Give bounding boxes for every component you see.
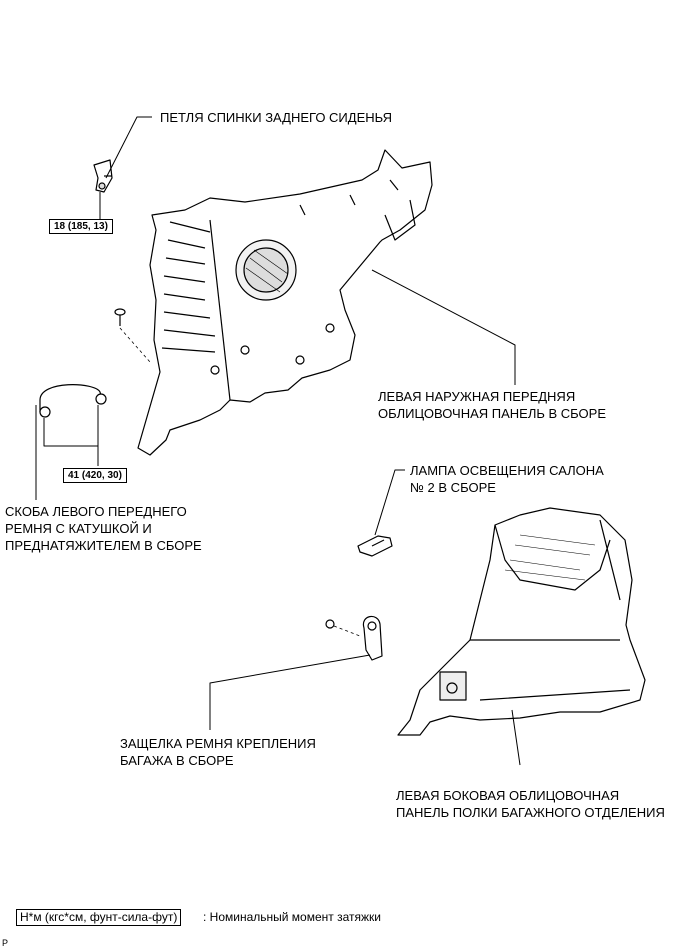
legend-unit-box: Н*м (кгс*см, фунт-сила-фут) <box>16 909 182 926</box>
label-luggage-hook: ЗАЩЕЛКА РЕМНЯ КРЕПЛЕНИЯ БАГАЖА В СБОРЕ <box>120 736 316 768</box>
label-seatback-hinge: ПЕТЛЯ СПИНКИ ЗАДНЕГО СИДЕНЬЯ <box>160 110 392 125</box>
label-room-lamp: ЛАМПА ОСВЕЩЕНИЯ САЛОНА № 2 В СБОРЕ <box>410 463 604 495</box>
leader-room-lamp <box>374 469 405 536</box>
deck-trim-panel <box>397 507 646 736</box>
belt-bracket <box>39 384 107 418</box>
leader-hinge <box>105 116 152 179</box>
room-lamp <box>357 535 393 557</box>
seatback-hinge <box>93 159 113 193</box>
trim-clip <box>114 308 151 363</box>
label-front-panel: ЛЕВАЯ НАРУЖНАЯ ПЕРЕДНЯЯ ОБЛИЦОВОЧНАЯ ПАН… <box>378 389 607 421</box>
leader-bracket-torque <box>43 405 99 447</box>
luggage-hook <box>325 615 383 661</box>
leader-deck-trim <box>511 709 521 766</box>
label-belt-bracket: СКОБА ЛЕВОГО ПЕРЕДНЕГО РЕМНЯ С КАТУШКОЙ … <box>5 504 202 553</box>
front-trim-panel <box>137 149 433 456</box>
legend-description: : Номинальный момент затяжки <box>203 910 381 924</box>
corner-mark: P <box>2 938 9 948</box>
label-deck-trim: ЛЕВАЯ БОКОВАЯ ОБЛИЦОВОЧНАЯ ПАНЕЛЬ ПОЛКИ … <box>396 788 665 820</box>
leader-luggage-hook <box>209 654 371 730</box>
torque-bracket: 41 (420, 30) <box>63 468 127 483</box>
torque-hinge: 18 (185, 13) <box>49 219 113 234</box>
leader-front-panel <box>371 269 516 385</box>
